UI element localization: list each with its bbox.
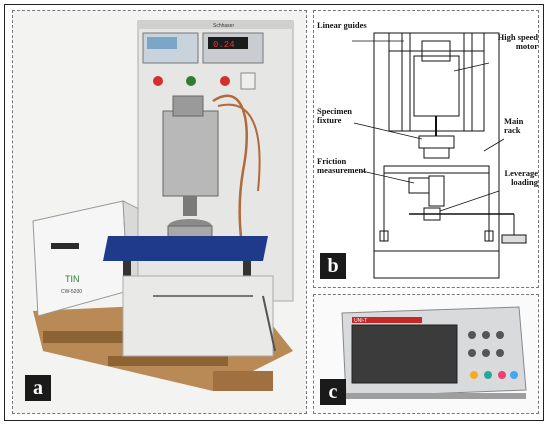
panel-b-schematic: Linear guides High speed motor Specimen …	[313, 10, 539, 288]
schematic-drawing	[352, 32, 527, 279]
panel-b-tag: b	[320, 253, 346, 279]
label-main-rack: Main rack	[504, 116, 524, 135]
label-leverage-loading: Leverage loading	[504, 168, 538, 187]
panel-a-tag: a	[25, 375, 51, 401]
controller-header-text: Schhaser	[213, 23, 234, 29]
chiller-brand-text: TIN	[65, 274, 80, 284]
scope-brand-text: UNI-T	[354, 318, 367, 324]
label-high-speed-motor: High speed motor	[497, 32, 538, 51]
label-linear-guides: Linear guides	[317, 20, 367, 30]
machine-tower: Schhaser 0.24	[103, 20, 294, 357]
chiller-model-text: CW-5200	[61, 289, 82, 295]
panel-c-photo: UNI-T c	[313, 294, 539, 414]
tribometer-photo: TIN CW-5200 Schhaser 0.24	[13, 11, 306, 413]
label-specimen-fixture: Specimen fixture	[317, 106, 352, 125]
display-value-text: 0.24	[213, 40, 235, 50]
panel-c-tag: c	[320, 379, 346, 405]
oscilloscope-photo: UNI-T	[314, 295, 538, 413]
label-friction-measurement: Friction measurement	[317, 156, 366, 175]
figure-frame	[4, 4, 544, 421]
scope-knobs	[468, 331, 518, 379]
panel-a-photo: TIN CW-5200 Schhaser 0.24	[12, 10, 307, 414]
